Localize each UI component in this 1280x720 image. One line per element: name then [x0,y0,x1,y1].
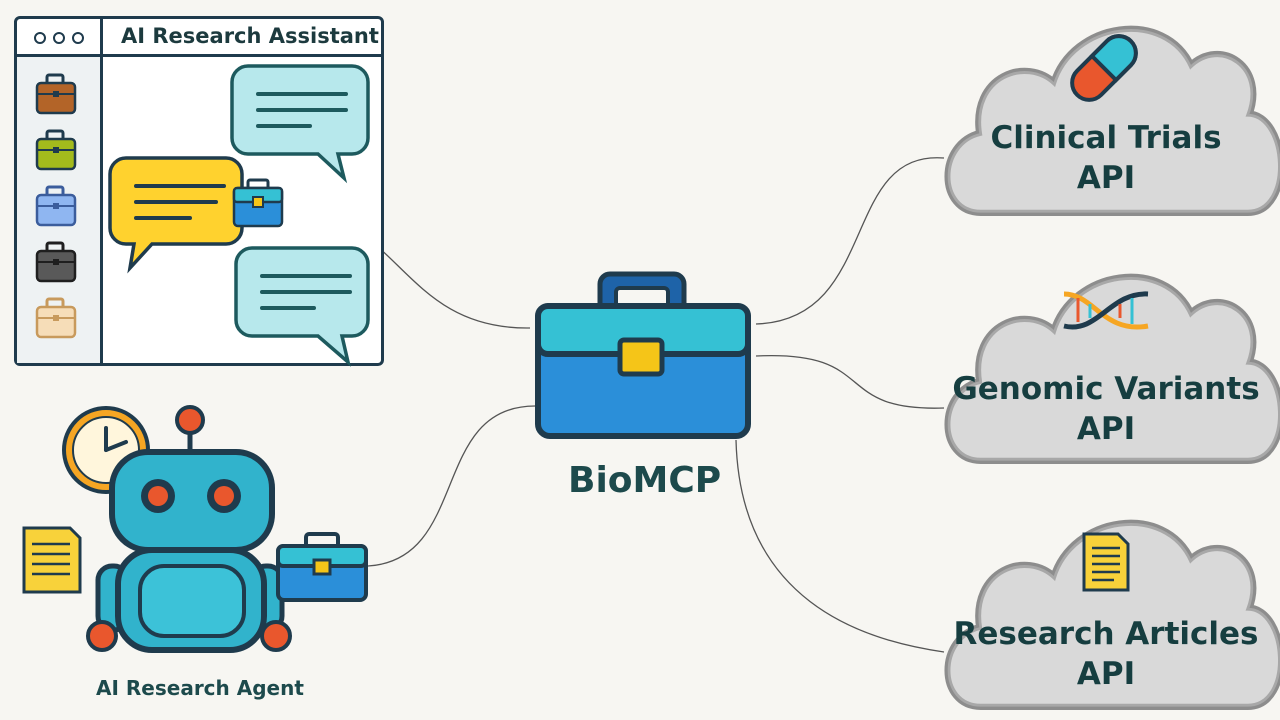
api-label-clinical: Clinical Trials API [946,118,1266,198]
toolbox-icon[interactable] [35,297,77,339]
api-label-line1: Clinical Trials [990,120,1222,156]
window-dot-icon[interactable] [52,32,65,44]
connector-hub-to-genomic [755,354,945,409]
agent-toolbox-icon[interactable] [276,532,368,602]
connector-agent-to-hub [367,405,537,567]
hub-label: BioMCP [568,460,722,501]
chat-bubbles [108,64,370,367]
dna-icon [1063,291,1149,330]
api-label-line1: Genomic Variants [952,371,1260,407]
window-controls[interactable] [17,19,103,57]
tool-sidebar [17,57,103,363]
biomcp-toolbox-icon[interactable] [528,270,758,446]
small-toolbox-icon[interactable] [232,178,284,228]
note-icon [22,526,82,594]
window-dot-icon[interactable] [71,32,84,44]
connector-hub-to-clinical [755,157,945,325]
document-icon [1082,532,1130,592]
toolbox-icon[interactable] [35,129,77,171]
agent-label: AI Research Agent [96,676,304,700]
chat-bubble-top[interactable] [230,64,370,184]
api-label-line2: API [1076,411,1136,447]
sidebar-toolboxes [35,73,77,339]
connector-hub-to-articles [735,439,945,653]
toolbox-icon[interactable] [35,185,77,227]
chat-bubble-middle[interactable] [108,156,244,274]
toolbox-icon[interactable] [35,73,77,115]
chat-bubble-bottom[interactable] [234,246,370,367]
api-label-line2: API [1076,160,1136,196]
api-label-genomic: Genomic Variants API [946,369,1266,449]
api-label-line2: API [1076,656,1136,692]
pill-icon [1070,34,1138,102]
api-label-articles: Research Articles API [946,614,1266,694]
robot-agent-illustration[interactable] [18,398,378,666]
toolbox-icon[interactable] [35,241,77,283]
api-label-line1: Research Articles [953,616,1259,652]
window-dot-icon[interactable] [33,32,46,44]
window-title: AI Research Assistant [121,24,379,48]
window-titlebar [17,19,381,57]
